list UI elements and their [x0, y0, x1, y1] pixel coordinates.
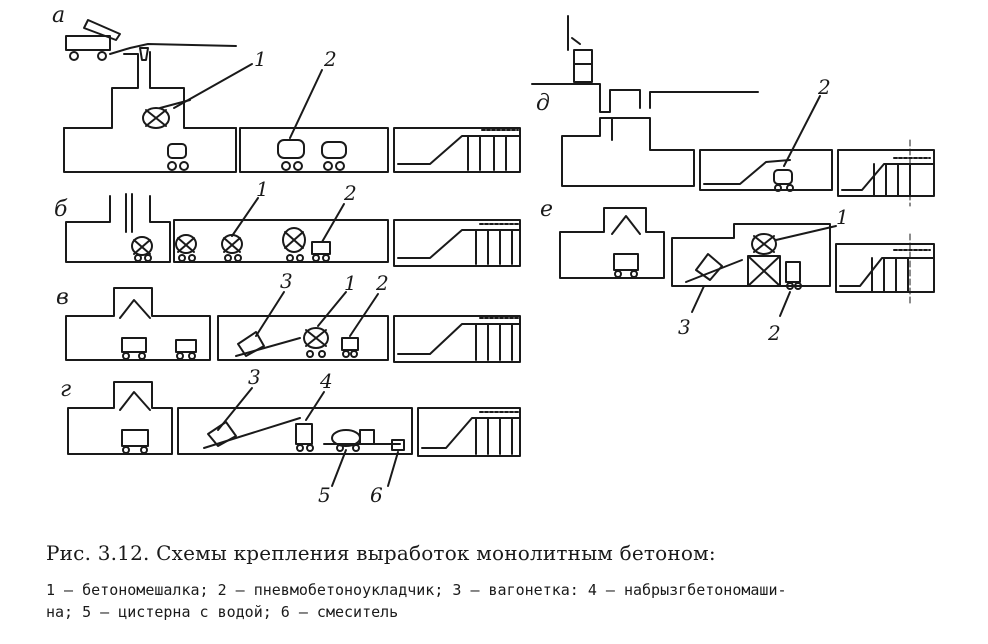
pneumatic-placer-icon	[785, 261, 802, 290]
callout-label: 2	[767, 321, 781, 345]
callout-label: 6	[370, 483, 383, 507]
concrete-mixer-icon	[282, 227, 306, 253]
schematic-figure: а 1	[52, 3, 935, 507]
mine-car-icon	[695, 253, 723, 281]
mine-car-icon	[175, 339, 197, 353]
pneumatic-placer-icon	[311, 241, 331, 262]
callout-label: 5	[318, 483, 331, 507]
mine-car-icon	[237, 331, 265, 357]
panel-label-a: а	[52, 3, 65, 28]
callout-label: 2	[343, 181, 357, 205]
panel-b: б 1 2	[54, 177, 521, 267]
mine-car-icon	[613, 253, 639, 271]
legend-line: 1 — бетономешалка; 2 — пневмобетоноуклад…	[46, 581, 787, 599]
concrete-mixer-icon	[142, 107, 170, 129]
pneumatic-placer-icon	[167, 143, 189, 171]
callout-label: 1	[344, 271, 357, 295]
callout-label: 2	[375, 271, 389, 295]
legend-line: на; 5 — цистерна с водой; 6 — смеситель	[46, 603, 399, 621]
panel-label-v: в	[56, 285, 69, 310]
callout-label: 1	[836, 205, 849, 229]
mixer-unit-icon	[391, 439, 405, 451]
concrete-mixer-icon	[175, 234, 197, 254]
callout-label: 2	[817, 75, 831, 99]
panel-label-b: б	[54, 197, 68, 222]
mine-car-icon	[121, 429, 149, 447]
water-tank-icon	[331, 429, 375, 452]
panel-a: а 1	[52, 3, 521, 173]
callout-label: 4	[319, 369, 333, 393]
dump-truck-icon	[65, 19, 121, 61]
callout-label: 1	[254, 47, 267, 71]
pneumatic-placer-icon	[773, 169, 794, 192]
pneumatic-placer-icon	[321, 141, 347, 171]
callout-label: 3	[678, 315, 691, 339]
panel-label-d: д	[536, 91, 550, 116]
panel-e: е 3 1 2	[540, 197, 935, 345]
concrete-mixer-icon	[751, 233, 777, 255]
callout-label: 2	[323, 47, 337, 71]
concrete-mixer-icon	[303, 327, 329, 349]
shotcrete-machine-icon	[295, 423, 314, 452]
pneumatic-placer-icon	[341, 337, 359, 358]
pneumatic-placer-icon	[277, 139, 305, 171]
panel-d: д 2	[531, 15, 935, 207]
figure-caption: Рис. 3.12. Схемы крепления выработок мон…	[46, 541, 716, 565]
concrete-mixer-icon	[131, 236, 153, 256]
callout-label: 1	[256, 177, 269, 201]
panel-label-e: е	[540, 197, 553, 222]
panel-g: г 3 4 5 6	[60, 365, 521, 507]
callout-label: 3	[280, 269, 293, 293]
panel-label-g: г	[60, 377, 71, 402]
panel-v: в 3 1 2	[56, 269, 521, 363]
mine-car-icon	[121, 337, 147, 353]
callout-label: 3	[248, 365, 261, 389]
